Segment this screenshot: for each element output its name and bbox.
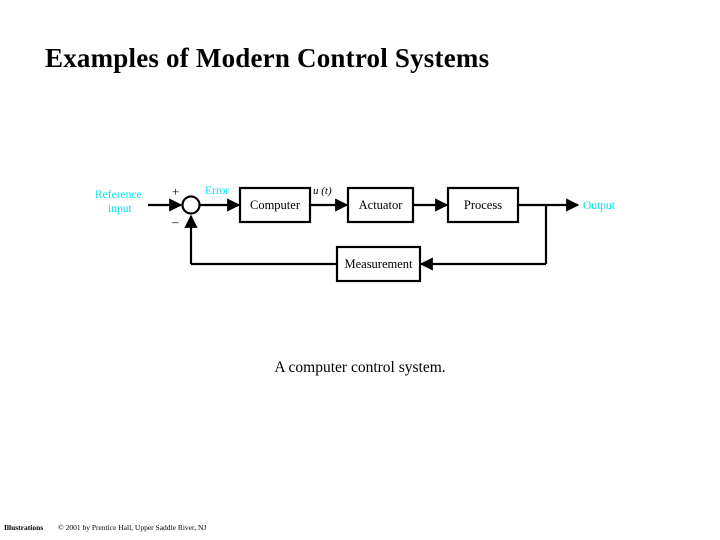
output-label: Output	[583, 200, 616, 212]
block-actuator: Actuator	[346, 186, 415, 224]
footer-label: Illustrations	[4, 523, 44, 532]
block-process: Process	[446, 186, 520, 224]
slide-footer: Illustrations © 2001 by Prentice Hall, U…	[0, 523, 720, 537]
block-measurement-label: Measurement	[344, 257, 413, 271]
block-computer: Computer	[238, 186, 312, 224]
footer-copyright: © 2001 by Prentice Hall, Upper Saddle Ri…	[58, 523, 207, 532]
block-actuator-label: Actuator	[359, 198, 404, 212]
u-signal-label: u (t)	[313, 185, 332, 197]
error-label: Error	[205, 185, 229, 197]
block-measurement: Measurement	[335, 245, 422, 283]
measurement-to-summer-line	[184, 214, 337, 266]
block-process-label: Process	[464, 198, 502, 212]
reference-input-label-line2: input	[108, 203, 132, 215]
summing-junction-plus-sign: +	[172, 184, 179, 199]
page-title: Examples of Modern Control Systems	[45, 43, 490, 73]
reference-input-label-line1: Reference	[95, 189, 142, 201]
summing-junction	[181, 195, 201, 215]
figure-caption: A computer control system.	[274, 359, 445, 376]
summing-junction-minus-sign: –	[171, 214, 179, 229]
feedback-path	[419, 205, 548, 271]
block-computer-label: Computer	[250, 198, 301, 212]
